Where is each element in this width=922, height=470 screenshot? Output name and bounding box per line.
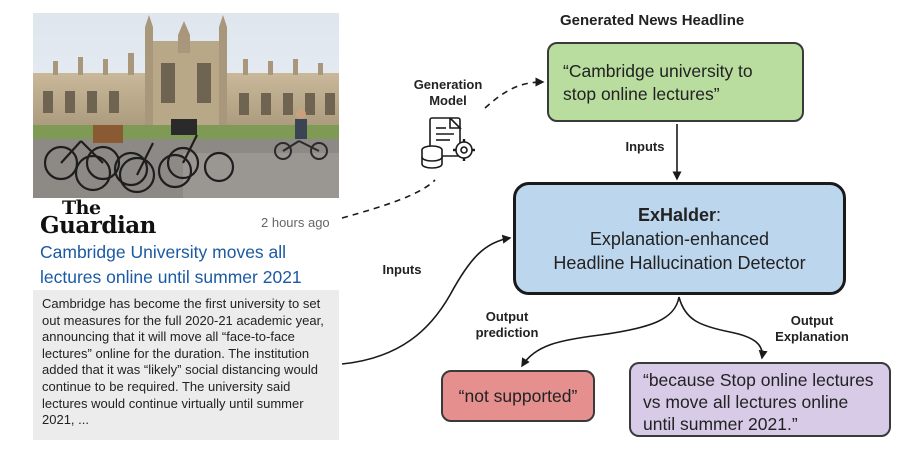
document-gear-icon [421, 117, 475, 169]
article-body-box [33, 290, 339, 440]
article-headline-link[interactable]: Cambridge University moves all lectures … [40, 242, 302, 287]
output-explanation-label: Output Explanation [760, 313, 864, 345]
output-explanation-label-line2: Explanation [775, 329, 849, 344]
publisher-logo-line2: Guardian [40, 212, 156, 239]
generation-model-label-line1: Generation [413, 77, 483, 92]
output-prediction-label: Output prediction [462, 309, 552, 341]
generation-model-label: Generation Model [400, 77, 496, 109]
detector-subtitle-line1: Explanation-enhanced [589, 229, 770, 249]
publisher-logo-line1: The [62, 197, 101, 219]
article-body-text: Cambridge has become the first universit… [42, 296, 324, 428]
detector-title: ExHalder: [516, 203, 843, 227]
detector-box: ExHalder: Explanation-enhanced Headline … [513, 182, 846, 295]
cambridge-photo-illustration [33, 13, 339, 198]
output-explanation-label-line1: Output [790, 313, 834, 328]
output-prediction-label-line2: prediction [475, 325, 539, 340]
publisher-logo: The Guardian [40, 197, 156, 239]
news-photo [33, 13, 339, 198]
detector-subtitle-line2: Headline Hallucination Detector [553, 253, 806, 273]
output-prediction-label-line1: Output [485, 309, 529, 324]
inputs-label-left: Inputs [382, 262, 422, 277]
explanation-box: “because Stop online lectures vs move al… [629, 362, 891, 437]
article-timestamp: 2 hours ago [261, 215, 330, 230]
section-title: Generated News Headline [560, 12, 745, 29]
dashed-arrow-card-to-model [341, 179, 436, 219]
generated-headline-box: “Cambridge university to stop online lec… [547, 42, 804, 122]
prediction-box: “not supported” [441, 370, 595, 422]
inputs-label-top: Inputs [625, 139, 665, 154]
arrow-detector-to-explanation [678, 296, 768, 360]
generation-model-label-line2: Model [429, 93, 467, 108]
arrow-article-to-detector [341, 234, 512, 365]
detector-name: ExHalder [637, 205, 717, 225]
detector-colon: : [716, 205, 722, 225]
